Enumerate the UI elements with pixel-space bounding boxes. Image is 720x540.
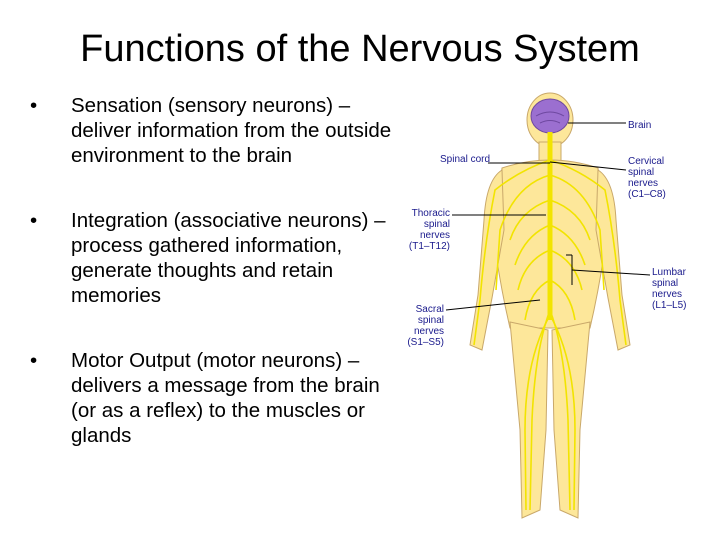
bullet-list: • Sensation (sensory neurons) – deliver …	[30, 93, 400, 448]
label-lumbar-nerves: Lumbar spinal nerves (L1–L5)	[652, 267, 687, 311]
bullet-marker: •	[30, 349, 38, 372]
bullet-integration: • Integration (associative neurons) – pr…	[30, 208, 400, 308]
bullet-motor-output: • Motor Output (motor neurons) – deliver…	[30, 348, 400, 448]
label-thoracic-nerves: Thoracic spinal nerves (T1–T12)	[408, 208, 450, 252]
bullet-marker: •	[30, 94, 38, 117]
label-brain: Brain	[628, 120, 652, 131]
bullet-text: Sensation (sensory neurons) – deliver in…	[71, 94, 392, 167]
human-body-illustration	[445, 92, 651, 519]
label-cervical-nerves: Cervical spinal nerves (C1–C8)	[628, 156, 666, 200]
bullet-text: Motor Output (motor neurons) – delivers …	[71, 349, 380, 447]
nervous-system-figure: Brain Spinal cord Cervical spinal nerves…	[400, 90, 700, 540]
bullet-text: Integration (associative neurons) – proc…	[71, 209, 386, 307]
label-spinal-cord: Spinal cord	[440, 154, 491, 165]
nerve-network	[473, 159, 627, 511]
leader-lines	[445, 122, 651, 311]
bullet-sensation: • Sensation (sensory neurons) – deliver …	[30, 93, 400, 168]
bullet-marker: •	[30, 209, 38, 232]
slide-title: Functions of the Nervous System	[80, 28, 640, 70]
label-sacral-nerves: Sacral spinal nerves (S1–S5)	[407, 304, 444, 348]
